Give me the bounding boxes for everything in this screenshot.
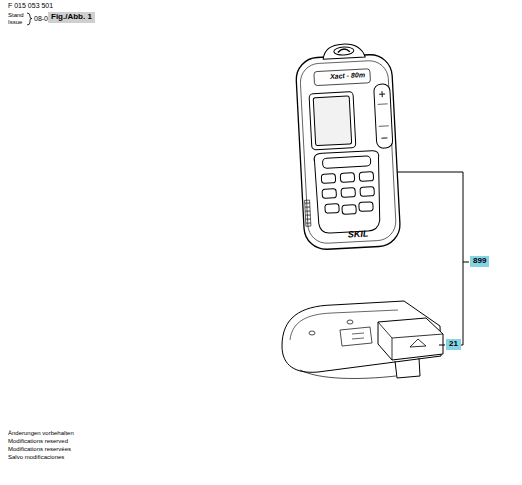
- header-text: Issue: [8, 19, 22, 26]
- battery-cover: [282, 301, 443, 378]
- disclaimer-text: Modifications reservées: [8, 446, 71, 453]
- disclaimer-text: Modifications reserved: [8, 438, 68, 445]
- header-text: Stand: [8, 12, 24, 19]
- figure-label: Fig./Abb. 1: [48, 12, 95, 23]
- callout-number: 899: [470, 256, 489, 267]
- brace: [27, 13, 32, 25]
- brand-logo: SKIL: [348, 229, 369, 240]
- callout-number: 21: [446, 339, 461, 350]
- disclaimer-text: Salvo modificaciones: [8, 454, 64, 461]
- document-number: F 015 053 501: [8, 2, 53, 10]
- disclaimer-text: Änderungen vorbehalten: [8, 430, 74, 437]
- range-finder: [295, 42, 402, 251]
- leader-bracket: [398, 172, 469, 345]
